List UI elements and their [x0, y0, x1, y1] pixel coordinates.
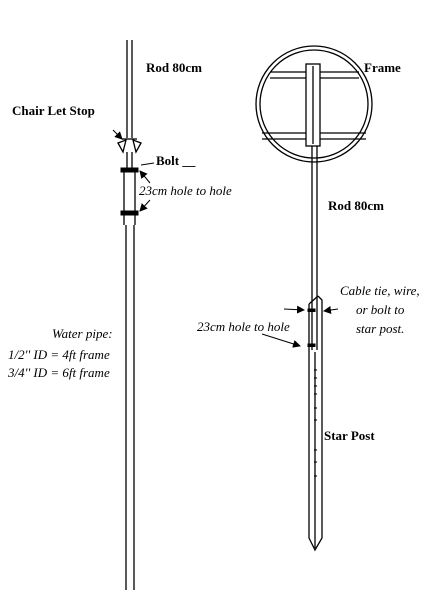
fastener-line-1: Cable tie, wire,	[340, 283, 420, 298]
star-post-holes	[314, 369, 317, 477]
left-rod-label: Rod 80cm	[146, 60, 202, 75]
right-rod	[311, 146, 318, 350]
right-fixings	[307, 308, 316, 347]
left-water-pipe	[123, 168, 136, 590]
frame-label: Frame	[364, 60, 401, 75]
frame-hoop	[255, 45, 373, 163]
fastener-line-3: star post.	[356, 321, 405, 336]
star-post-label: Star Post	[324, 428, 375, 443]
frame-center-bracket	[305, 63, 321, 147]
right-arrows	[261, 305, 339, 348]
left-rod	[126, 40, 133, 138]
right-hole-spacing-label: 23cm hole to hole	[197, 319, 290, 334]
fastener-line-2: or bolt to	[356, 302, 405, 317]
left-rod-lower	[126, 152, 133, 168]
water-pipe-title: Water pipe:	[52, 326, 113, 341]
water-pipe-line-1: 1/2'' ID = 4ft frame	[8, 347, 110, 362]
chair-leg-stop-label: Chair Let Stop	[12, 103, 95, 118]
water-pipe-line-2: 3/4'' ID = 6ft frame	[8, 365, 110, 380]
star-post	[308, 295, 323, 552]
left-bolts	[120, 167, 139, 216]
right-rod-label: Rod 80cm	[328, 198, 384, 213]
left-hole-spacing-label: 23cm hole to hole	[139, 183, 232, 198]
bolt-label: Bolt __	[156, 153, 196, 168]
chair-leg-stop	[117, 138, 142, 154]
left-arrows	[112, 129, 155, 212]
